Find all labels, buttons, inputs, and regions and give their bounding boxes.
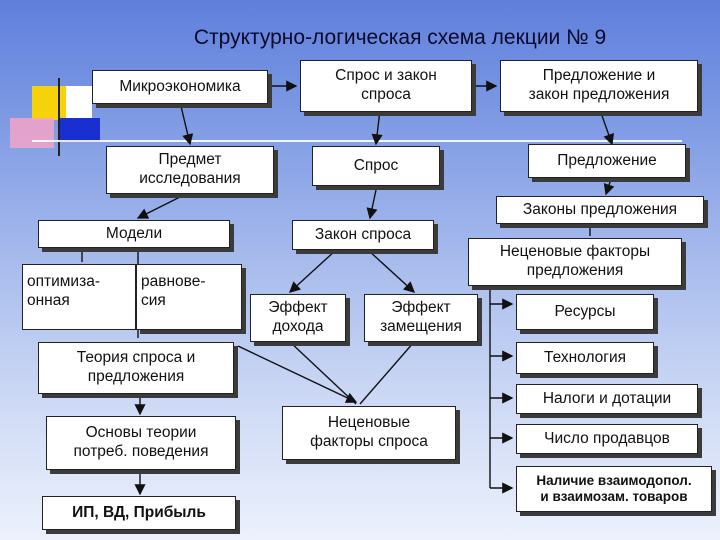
box-supply-and-law: Предложение и закон предложения <box>500 60 698 112</box>
box-demand-supply-theory: Теория спроса и предложения <box>38 342 234 394</box>
page-title: Структурно-логическая схема лекции № 9 <box>193 26 607 49</box>
box-demand: Спрос <box>312 146 440 186</box>
box-profit: ИП, ВД, Прибыль <box>42 496 236 530</box>
box-demand-and-law: Спрос и закон спроса <box>300 60 472 112</box>
box-related-goods: Наличие взаимодопол. и взаимозам. товаро… <box>516 466 712 512</box>
deco-pink-square <box>10 118 54 148</box>
box-sellers: Число продавцов <box>516 424 698 454</box>
arrow-supplytop-to-supply <box>599 109 615 146</box>
arrow-law-to-subst <box>367 249 416 293</box>
box-supply-laws: Законы предложения <box>496 196 704 224</box>
arrow-demand-to-law <box>366 189 378 220</box>
box-taxes: Налоги и дотации <box>516 384 698 414</box>
arrow-subject-to-models <box>136 193 187 219</box>
box-optimization: оптимиза- онная <box>22 264 136 330</box>
deco-yellow-square <box>32 86 66 120</box>
deco-blue-square <box>58 118 100 142</box>
deco-vertical-line <box>58 78 60 156</box>
box-income-effect: Эффект дохода <box>250 294 346 342</box>
arrow-micro-to-subject <box>179 101 194 146</box>
deco-horizontal-line <box>32 140 682 142</box>
box-research-subject: Предмет исследования <box>106 146 274 194</box>
box-equilibrium: равнове- сия <box>136 264 242 330</box>
box-law-of-demand: Закон спроса <box>292 220 434 250</box>
box-supply: Предложение <box>528 144 686 178</box>
box-nonprice-demand: Неценовые факторы спроса <box>282 406 456 460</box>
line-subst-to-nonprice <box>359 341 415 405</box>
deco-blue-square <box>66 86 92 120</box>
box-substitution-effect: Эффект замещения <box>364 294 478 342</box>
box-microeconomics: Микроэкономика <box>92 70 268 104</box>
box-consumer-behavior: Основы теории потреб. поведения <box>46 416 236 470</box>
box-models: Модели <box>38 220 230 248</box>
arrow-theory-to-nonprice <box>237 345 358 403</box>
box-resources: Ресурсы <box>516 294 654 330</box>
arrow-demandtop-to-demand <box>371 109 383 146</box>
line-income-to-nonprice <box>289 341 357 405</box>
box-nonprice-supply: Неценовые факторы предложения <box>468 238 682 286</box>
box-technology: Технология <box>516 342 654 374</box>
arrow-law-to-income <box>288 249 337 293</box>
arrow-supply-to-laws <box>603 175 615 196</box>
